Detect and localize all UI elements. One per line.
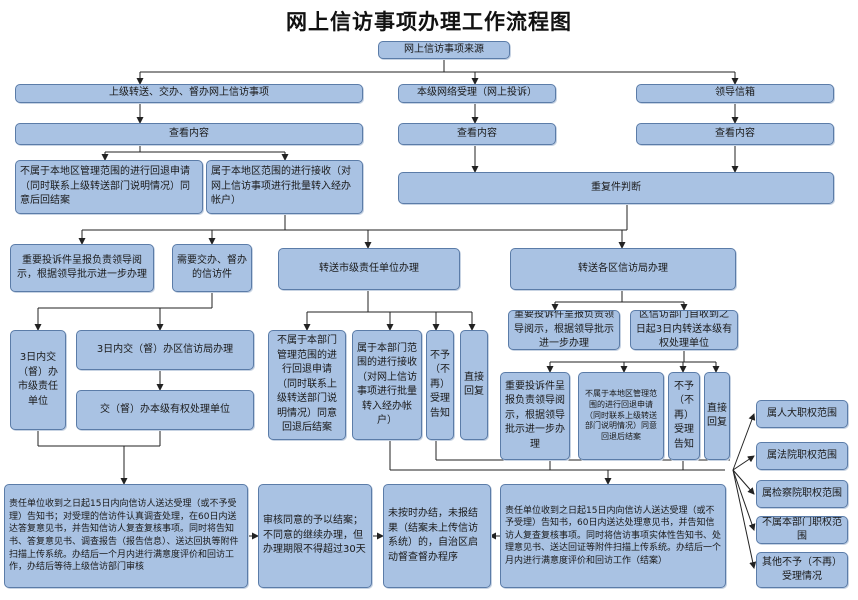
city-dept-accept-box: 属于本部门范围的进行接收（对网上信访事项进行批量转入经办帐户） bbox=[352, 330, 422, 440]
need-handle-box: 需要交办、督办的信访件 bbox=[172, 244, 252, 292]
npc-scope-label: 属人大职权范围 bbox=[767, 407, 837, 419]
district-important-box: 重要投诉件呈报负责领导阅示，根据领导批示进一步办理 bbox=[508, 310, 620, 350]
not-dept-scope-box: 不属本部门职权范围 bbox=[756, 516, 848, 544]
not-dept-scope-label: 不属本部门职权范围 bbox=[762, 516, 842, 542]
review-box-1: 查看内容 bbox=[15, 123, 363, 145]
need-handle-label: 需要交办、督办的信访件 bbox=[177, 254, 247, 281]
local-accept-label: 属于本地区范围的进行接收（对网上信访事项进行批量转入经办帐户） bbox=[211, 166, 351, 207]
local-network-box: 本级网络受理（网上投诉） bbox=[398, 84, 556, 103]
district-not-scope-box: 不属于本地区管理范围的进行回退申请（同时联系上级转送部门说明情况）同意回退后结案 bbox=[578, 372, 664, 460]
district-3day-label: 3日内交（督）办区信访局办理 bbox=[96, 343, 234, 355]
local-network-label: 本级网络受理（网上投诉） bbox=[417, 87, 537, 99]
city-not-dept-label: 不属于本部门管理范围的进行回退申请（同时联系上级转送部门说明情况）同意回退后结案 bbox=[277, 335, 337, 434]
local-accept-box: 属于本地区范围的进行接收（对网上信访事项进行批量转入经办帐户） bbox=[206, 160, 363, 214]
review-agree-box: 审核同意的予以结案；不同意的继续办理，但办理期限不得超过30天 bbox=[258, 484, 372, 588]
leader-mailbox-box: 领导信箱 bbox=[636, 84, 834, 103]
final-right-box: 责任单位收到之日起15日内向信访人送达受理（或不予受理）告知书，60日内送达处理… bbox=[500, 484, 726, 588]
to-city-unit-box: 转送市级责任单位办理 bbox=[278, 248, 460, 290]
to-district-bureau-box: 转送各区信访局办理 bbox=[510, 248, 736, 290]
city-dept-accept-label: 属于本部门范围的进行接收（对网上信访事项进行批量转入经办帐户） bbox=[357, 342, 417, 427]
city-not-dept-box: 不属于本部门管理范围的进行回退申请（同时联系上级转送部门说明情况）同意回退后结案 bbox=[268, 330, 346, 440]
leader-mailbox-label: 领导信箱 bbox=[715, 87, 755, 99]
city-3day-label: 3日内交（督）办市级责任单位 bbox=[18, 352, 58, 407]
source-box: 网上信访事项来源 bbox=[378, 41, 510, 59]
review-label-1: 查看内容 bbox=[169, 127, 209, 139]
review-label-3: 查看内容 bbox=[715, 127, 755, 139]
district-3day-box: 3日内交（督）办区信访局办理 bbox=[76, 330, 254, 370]
district-3day-forward-label: 区信访部门自收到之日起3日内转送本级有权处理单位 bbox=[635, 310, 733, 350]
final-right-label: 责任单位收到之日起15日内向信访人送达受理（或不予受理）告知书，60日内送达处理… bbox=[505, 505, 722, 566]
duplicate-check-label: 重复件判断 bbox=[591, 181, 641, 193]
district-not-scope-label: 不属于本地区管理范围的进行回退申请（同时联系上级转送部门说明情况）同意回退后结案 bbox=[585, 389, 657, 442]
assign-power-unit-box: 交（督）办本级有权处理单位 bbox=[76, 390, 254, 430]
city-no-accept-label: 不予（不再）受理告知 bbox=[430, 349, 450, 419]
district-direct-reply-label: 直接回复 bbox=[707, 402, 727, 429]
final-left-box: 责任单位收到之日起15日内向信访人送达受理（或不予受理）告知书；对受理的信访件认… bbox=[4, 484, 248, 588]
other-no-accept-label: 其他不予（不再）受理情况 bbox=[762, 556, 842, 583]
npc-scope-box: 属人大职权范围 bbox=[756, 400, 848, 428]
review-box-2: 查看内容 bbox=[398, 123, 556, 145]
procuratorate-scope-box: 属检察院职权范围 bbox=[756, 480, 848, 508]
district-3day-forward-box: 区信访部门自收到之日起3日内转送本级有权处理单位 bbox=[630, 310, 738, 350]
district-no-accept-box: 不予（不再）受理告知 bbox=[668, 372, 700, 460]
review-box-3: 查看内容 bbox=[636, 123, 834, 145]
not-local-return-box: 不属于本地区管理范围的进行回退申请（同时联系上级转送部门说明情况）同意后回结案 bbox=[15, 160, 203, 214]
overdue-unfinished-box: 未按时办结，未报结果（结案未上传信访系统）的，自治区启动督查督办程序 bbox=[383, 484, 491, 588]
to-district-bureau-label: 转送各区信访局办理 bbox=[578, 262, 668, 274]
district-important-2-box: 重要投诉件呈报负责领导阅示，根据领导批示进一步办理 bbox=[500, 372, 570, 460]
page-title: 网上信访事项办理工作流程图 bbox=[286, 10, 572, 34]
other-no-accept-box: 其他不予（不再）受理情况 bbox=[756, 552, 848, 588]
higher-transfer-box: 上级转送、交办、督办网上信访事项 bbox=[15, 84, 363, 103]
higher-transfer-label: 上级转送、交办、督办网上信访事项 bbox=[109, 87, 269, 99]
final-left-label: 责任单位收到之日起15日内向信访人送达受理（或不予受理）告知书；对受理的信访件认… bbox=[9, 499, 239, 573]
to-city-unit-label: 转送市级责任单位办理 bbox=[319, 262, 419, 274]
assign-power-unit-label: 交（督）办本级有权处理单位 bbox=[100, 403, 230, 415]
city-direct-reply-box: 直接回复 bbox=[460, 330, 488, 440]
not-local-return-label: 不属于本地区管理范围的进行回退申请（同时联系上级转送部门说明情况）同意后回结案 bbox=[20, 166, 190, 207]
review-agree-label: 审核同意的予以结案；不同意的继续办理，但办理期限不得超过30天 bbox=[263, 515, 366, 556]
overdue-unfinished-label: 未按时办结，未报结果（结案未上传信访系统）的，自治区启动督查督办程序 bbox=[388, 508, 478, 563]
district-important-2-label: 重要投诉件呈报负责领导阅示，根据领导批示进一步办理 bbox=[505, 380, 565, 450]
court-scope-box: 属法院职权范围 bbox=[756, 442, 848, 470]
city-direct-reply-label: 直接回复 bbox=[464, 371, 484, 398]
review-label-2: 查看内容 bbox=[457, 127, 497, 139]
city-3day-box: 3日内交（督）办市级责任单位 bbox=[10, 330, 66, 430]
city-no-accept-box: 不予（不再）受理告知 bbox=[426, 330, 454, 440]
source-label: 网上信访事项来源 bbox=[404, 43, 484, 55]
court-scope-label: 属法院职权范围 bbox=[767, 449, 837, 461]
district-important-label: 重要投诉件呈报负责领导阅示，根据领导批示进一步办理 bbox=[514, 310, 614, 350]
procuratorate-scope-label: 属检察院职权范围 bbox=[762, 487, 842, 499]
important-report-box: 重要投诉件呈报负责领导阅示，根据领导批示进一步办理 bbox=[10, 244, 154, 292]
important-report-label: 重要投诉件呈报负责领导阅示，根据领导批示进一步办理 bbox=[17, 254, 147, 281]
district-no-accept-label: 不予（不再）受理告知 bbox=[674, 380, 694, 450]
district-direct-reply-box: 直接回复 bbox=[704, 372, 730, 460]
duplicate-check-box: 重复件判断 bbox=[398, 172, 834, 204]
